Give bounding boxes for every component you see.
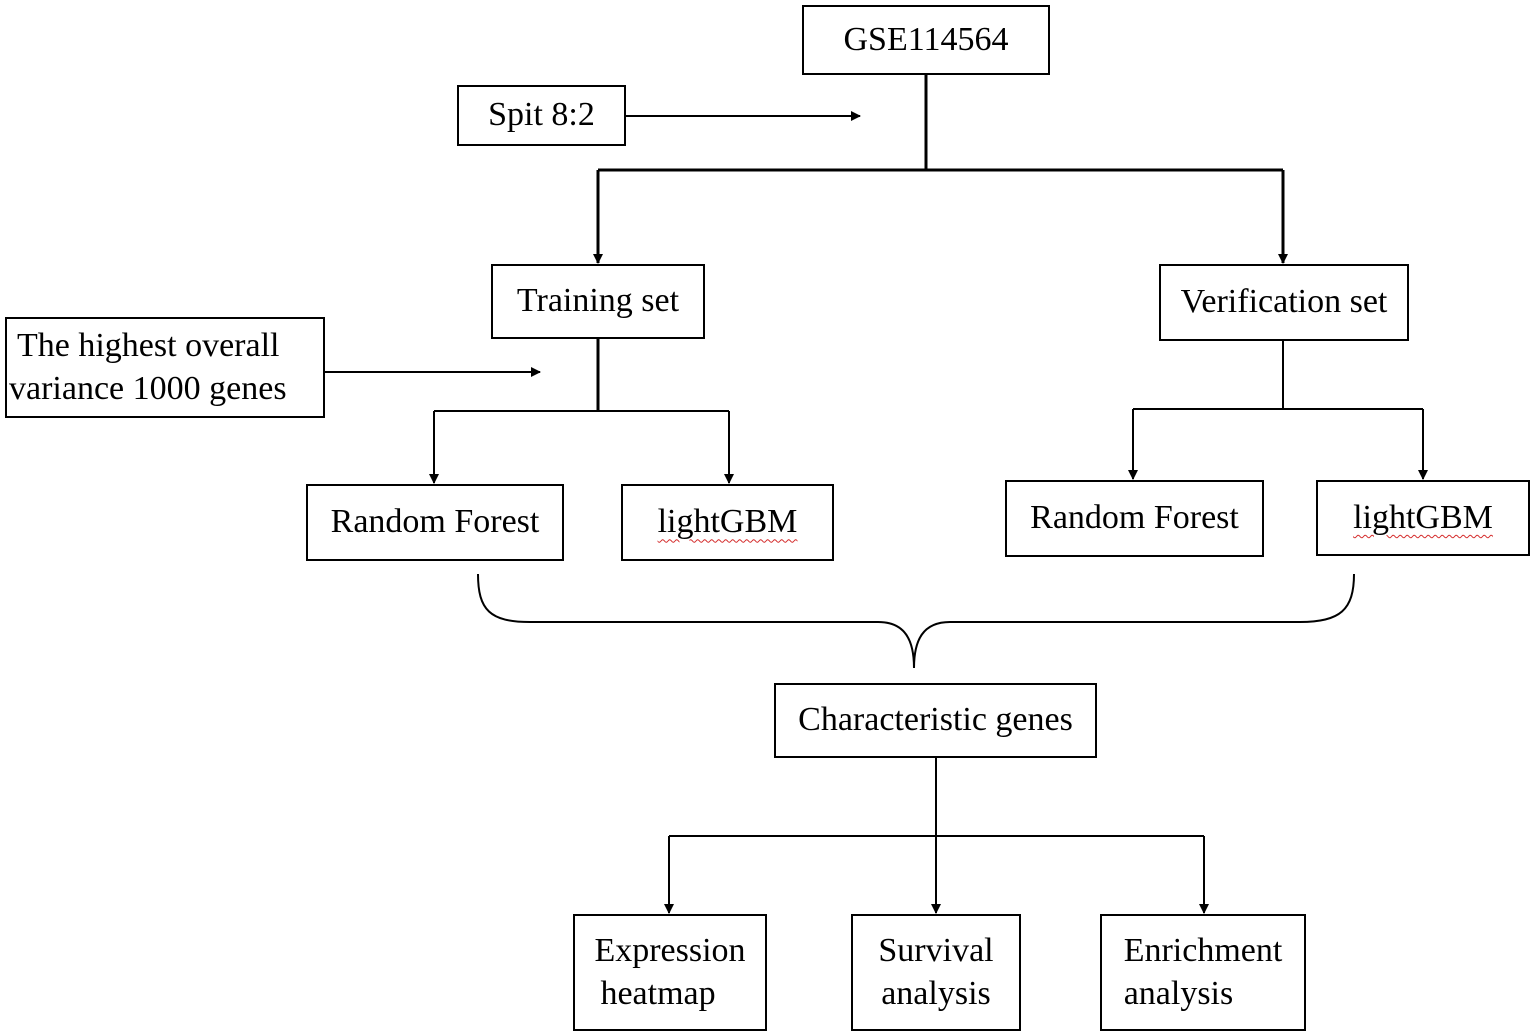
training-set-label: Training set — [516, 282, 680, 320]
verify-lightgbm-label: lightGBM — [1353, 498, 1493, 536]
source-dataset-label: GSE114564 — [843, 20, 1009, 58]
verification-set-box: Verification set — [1159, 264, 1409, 341]
variance-note-line1: The highest overall — [17, 327, 280, 364]
source-dataset-box: GSE114564 — [802, 5, 1050, 75]
split-note-box: Spit 8:2 — [457, 85, 626, 146]
verification-set-label: Verification set — [1180, 283, 1388, 321]
merge-curly-brace — [477, 573, 1355, 669]
split-note-label: Spit 8:2 — [488, 96, 595, 134]
survival-analysis-line1: Survival — [878, 932, 994, 969]
expression-heatmap-line1: Expression — [594, 932, 746, 969]
enrichment-analysis-box: Enrichment analysis — [1100, 914, 1306, 1031]
expression-heatmap-line2: heatmap — [600, 974, 716, 1012]
survival-analysis-line2: analysis — [881, 974, 991, 1012]
variance-note-box: The highest overall variance 1000 genes — [5, 317, 325, 418]
train-random-forest-box: Random Forest — [306, 484, 564, 561]
expression-heatmap-box: Expression heatmap — [573, 914, 767, 1031]
enrichment-analysis-line2: analysis — [1123, 974, 1234, 1012]
variance-note-line2: variance 1000 genes — [9, 369, 287, 407]
train-lightgbm-label: lightGBM — [657, 503, 798, 541]
train-random-forest-label: Random Forest — [330, 503, 540, 541]
verify-random-forest-box: Random Forest — [1005, 480, 1264, 557]
survival-analysis-box: Survival analysis — [851, 914, 1021, 1031]
train-lightgbm-box: lightGBM — [621, 484, 834, 561]
characteristic-genes-label: Characteristic genes — [798, 701, 1073, 739]
training-set-box: Training set — [491, 264, 705, 339]
verify-random-forest-label: Random Forest — [1030, 499, 1239, 537]
verify-lightgbm-box: lightGBM — [1316, 480, 1530, 556]
characteristic-genes-box: Characteristic genes — [774, 683, 1097, 758]
enrichment-analysis-line1: Enrichment — [1123, 932, 1283, 969]
